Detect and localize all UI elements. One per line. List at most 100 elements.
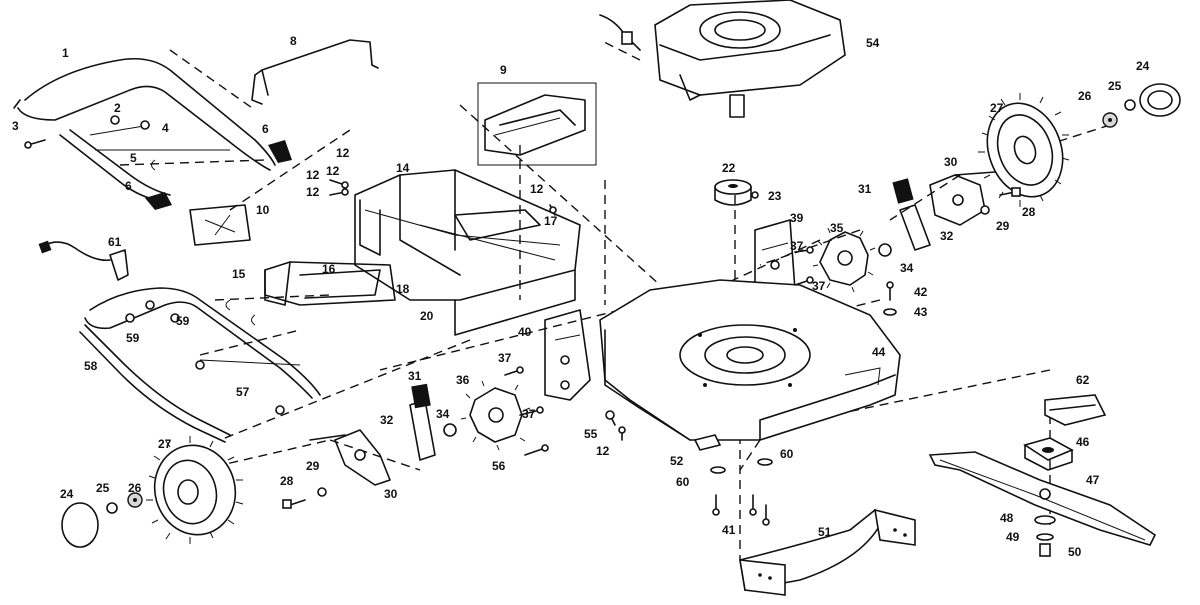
catcher-frame: [477, 82, 597, 166]
callout-50: 50: [1068, 545, 1082, 559]
control-bail: [251, 39, 379, 105]
callout-12-b: 12: [306, 168, 320, 182]
upper-handle: [13, 57, 276, 203]
callout-34-b: 34: [436, 407, 450, 421]
warning-label: [189, 204, 251, 246]
callout-58: 58: [84, 359, 98, 373]
callout-6-b: 6: [262, 122, 269, 136]
callout-55: 55: [584, 427, 598, 441]
blade-adapter: [714, 179, 759, 206]
rear-skirt: [739, 508, 916, 596]
callout-32: 32: [940, 229, 954, 243]
blade-bolt-stack: [1034, 515, 1056, 557]
callout-59-b: 59: [126, 331, 140, 345]
callout-62: 62: [1076, 373, 1090, 387]
fasteners: [24, 115, 1021, 526]
callout-60: 60: [780, 447, 794, 461]
rear-wheel-right: [978, 93, 1070, 207]
height-lever-grip-left: [411, 383, 431, 409]
callout-52: 52: [670, 454, 684, 468]
callout-5: 5: [130, 151, 137, 165]
callout-3: 3: [12, 119, 19, 133]
baffle-plate: [264, 261, 396, 306]
callout-14: 14: [396, 161, 410, 175]
callout-1: 1: [62, 46, 69, 60]
callout-12-f: 12: [596, 444, 610, 458]
callout-26-b: 26: [128, 481, 142, 495]
blade-stiffener: [1044, 394, 1107, 426]
callout-40: 40: [518, 325, 532, 339]
callout-16: 16: [322, 262, 336, 276]
callout-32-b: 32: [380, 413, 394, 427]
callout-35: 35: [830, 221, 844, 235]
callout-15: 15: [232, 267, 246, 281]
hubcap-left: [61, 492, 143, 548]
left-wheel-bracket: [544, 309, 591, 401]
callout-54: 54: [866, 36, 880, 50]
callout-59: 59: [176, 314, 190, 328]
callout-25: 25: [1108, 79, 1122, 93]
callout-12: 12: [336, 146, 350, 160]
height-adjuster-gear-left: [460, 380, 531, 451]
callout-30-b: 30: [384, 487, 398, 501]
callout-44: 44: [872, 345, 886, 359]
cutting-blade: [928, 451, 1157, 546]
callout-49: 49: [1006, 530, 1020, 544]
rear-deflector: [354, 169, 581, 336]
callout-8: 8: [290, 34, 297, 48]
callout-12-c: 12: [326, 164, 340, 178]
callout-31-b: 31: [408, 369, 422, 383]
callout-29-b: 29: [306, 459, 320, 473]
callout-23: 23: [768, 189, 782, 203]
mower-deck: [599, 279, 901, 441]
callout-43: 43: [914, 305, 928, 319]
callout-36: 36: [456, 373, 470, 387]
callout-17: 17: [544, 214, 558, 228]
callout-2: 2: [114, 101, 121, 115]
callout-46: 46: [1076, 435, 1090, 449]
callout-22: 22: [722, 161, 736, 175]
callout-39: 39: [790, 211, 804, 225]
callout-37-c: 37: [498, 351, 512, 365]
callout-57: 57: [236, 385, 250, 399]
height-adjuster-gear-right: [812, 227, 876, 293]
axle-lever-left: [309, 399, 436, 486]
callout-24-b: 24: [60, 487, 74, 501]
callout-56: 56: [492, 459, 506, 473]
callout-10: 10: [256, 203, 270, 217]
callout-27-b: 27: [158, 437, 172, 451]
leader-lines: [119, 39, 1111, 560]
callout-28-b: 28: [280, 474, 294, 488]
callout-18: 18: [396, 282, 410, 296]
callout-labels: 1 2 3 4 5 6 6 8 9 10 12 12 12 12 12 12 1…: [12, 34, 1150, 559]
engine: [599, 0, 846, 118]
lower-handle: [79, 287, 321, 443]
front-wheel-left: [146, 436, 244, 544]
control-cable: [38, 240, 129, 281]
grip-covers: [145, 140, 292, 210]
callout-24: 24: [1136, 59, 1150, 73]
callout-12-d: 12: [306, 185, 320, 199]
callout-9: 9: [500, 63, 507, 77]
callout-26: 26: [1078, 89, 1092, 103]
callout-25-b: 25: [96, 481, 110, 495]
callout-41: 41: [722, 523, 736, 537]
callout-37-d: 37: [522, 407, 536, 421]
callout-4: 4: [162, 121, 169, 135]
callout-60-b: 60: [676, 475, 690, 489]
callout-20: 20: [420, 309, 434, 323]
callout-34: 34: [900, 261, 914, 275]
blade-adapter-lower: [1023, 437, 1074, 471]
callout-6: 6: [125, 179, 132, 193]
callout-27: 27: [990, 101, 1004, 115]
callout-30: 30: [944, 155, 958, 169]
callout-12-e: 12: [530, 182, 544, 196]
callout-37-b: 37: [812, 279, 826, 293]
callout-48: 48: [1000, 511, 1014, 525]
callout-37: 37: [790, 239, 804, 253]
callout-31: 31: [858, 182, 872, 196]
callout-51: 51: [818, 525, 832, 539]
callout-61: 61: [108, 235, 122, 249]
callout-29: 29: [996, 219, 1010, 233]
